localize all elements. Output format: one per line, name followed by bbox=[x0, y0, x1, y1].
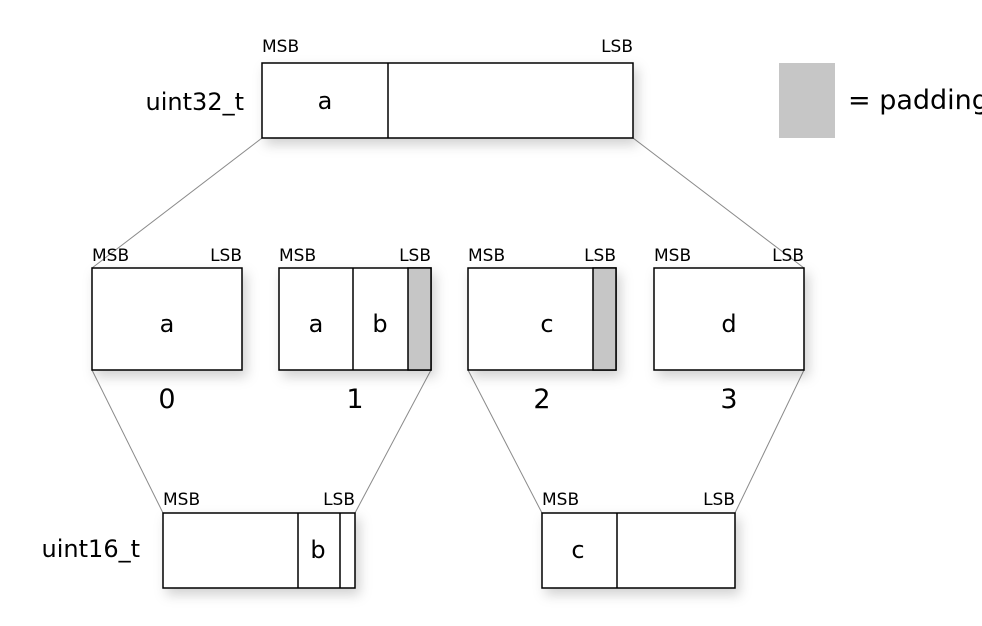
byte3-index: 3 bbox=[720, 384, 737, 415]
uint32-field-a: a bbox=[318, 87, 333, 115]
byte3-field-d: d bbox=[721, 310, 736, 338]
byte1-field-a: a bbox=[309, 310, 324, 338]
byte0-lsb-label: LSB bbox=[210, 246, 242, 266]
byte1-index: 1 bbox=[346, 384, 363, 415]
byte-2: MSB LSB c 2 bbox=[467, 246, 617, 415]
connector-uint32-to-byte0 bbox=[91, 137, 263, 269]
byte-3: MSB LSB d 3 bbox=[653, 246, 805, 415]
byte0-msb-label: MSB bbox=[92, 246, 129, 266]
byte1-field-b: b bbox=[372, 310, 387, 338]
uint32-type-label: uint32_t bbox=[146, 88, 244, 116]
uint32-register: uint32_t MSB LSB a bbox=[146, 37, 634, 139]
byte3-msb-label: MSB bbox=[654, 246, 691, 266]
byte1-padding bbox=[407, 267, 432, 371]
connector-byte1-to-uint16-left bbox=[354, 369, 432, 514]
byte2-msb-label: MSB bbox=[468, 246, 505, 266]
byte-0: MSB LSB a 0 bbox=[91, 246, 243, 415]
connector-byte3-to-uint16-right bbox=[734, 369, 805, 514]
connector-lines bbox=[91, 137, 805, 514]
connector-byte0-to-uint16-left bbox=[91, 369, 164, 514]
uint16-type-label: uint16_t bbox=[42, 535, 140, 563]
uint16-left-field-b: b bbox=[310, 536, 325, 564]
connector-byte2-to-uint16-right bbox=[467, 369, 543, 514]
uint16-left-msb-label: MSB bbox=[163, 490, 200, 510]
uint16-right-register: MSB LSB c bbox=[541, 490, 736, 589]
uint16-right-lsb-label: LSB bbox=[703, 490, 735, 510]
padding-legend-label: = padding bbox=[848, 85, 982, 116]
uint32-box bbox=[261, 62, 634, 139]
padding-legend-swatch bbox=[779, 63, 835, 138]
padding-legend: = padding bbox=[779, 63, 982, 138]
byte2-index: 2 bbox=[533, 384, 550, 415]
byte1-box bbox=[278, 267, 432, 371]
byte3-lsb-label: LSB bbox=[772, 246, 804, 266]
connector-uint32-to-byte3 bbox=[632, 137, 805, 269]
uint16-left-register: uint16_t MSB LSB b bbox=[42, 490, 356, 589]
uint32-lsb-label: LSB bbox=[601, 37, 633, 57]
byte2-padding bbox=[592, 267, 617, 371]
byte1-msb-label: MSB bbox=[279, 246, 316, 266]
byte3-box bbox=[653, 267, 805, 371]
uint32-msb-label: MSB bbox=[262, 37, 299, 57]
uint16-left-box bbox=[162, 512, 356, 589]
uint16-right-box bbox=[541, 512, 736, 589]
byte0-field-a: a bbox=[160, 310, 175, 338]
uint16-left-lsb-label: LSB bbox=[323, 490, 355, 510]
byte0-box bbox=[91, 267, 243, 371]
byte2-field-c: c bbox=[540, 310, 553, 338]
uint16-right-msb-label: MSB bbox=[542, 490, 579, 510]
byte-1: MSB LSB a b 1 bbox=[278, 246, 432, 415]
byte0-index: 0 bbox=[158, 384, 175, 415]
byte2-lsb-label: LSB bbox=[584, 246, 616, 266]
byte1-lsb-label: LSB bbox=[399, 246, 431, 266]
uint16-right-field-c: c bbox=[571, 536, 584, 564]
